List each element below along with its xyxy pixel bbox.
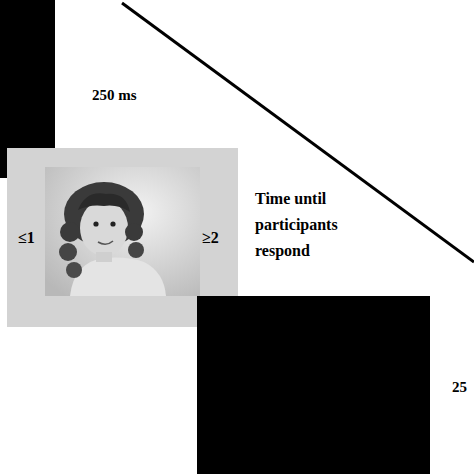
- duration-label: 25: [452, 378, 472, 396]
- duration-label: 250 ms: [92, 86, 212, 104]
- response-key-label: ≤1: [18, 230, 35, 246]
- blank-screen: [197, 296, 430, 474]
- child-photo: [45, 167, 200, 296]
- stimulus-panel: ≤1 ≥2: [7, 148, 238, 327]
- duration-label: Time until participants respond: [255, 186, 373, 264]
- response-key-label: ≥2: [202, 230, 219, 246]
